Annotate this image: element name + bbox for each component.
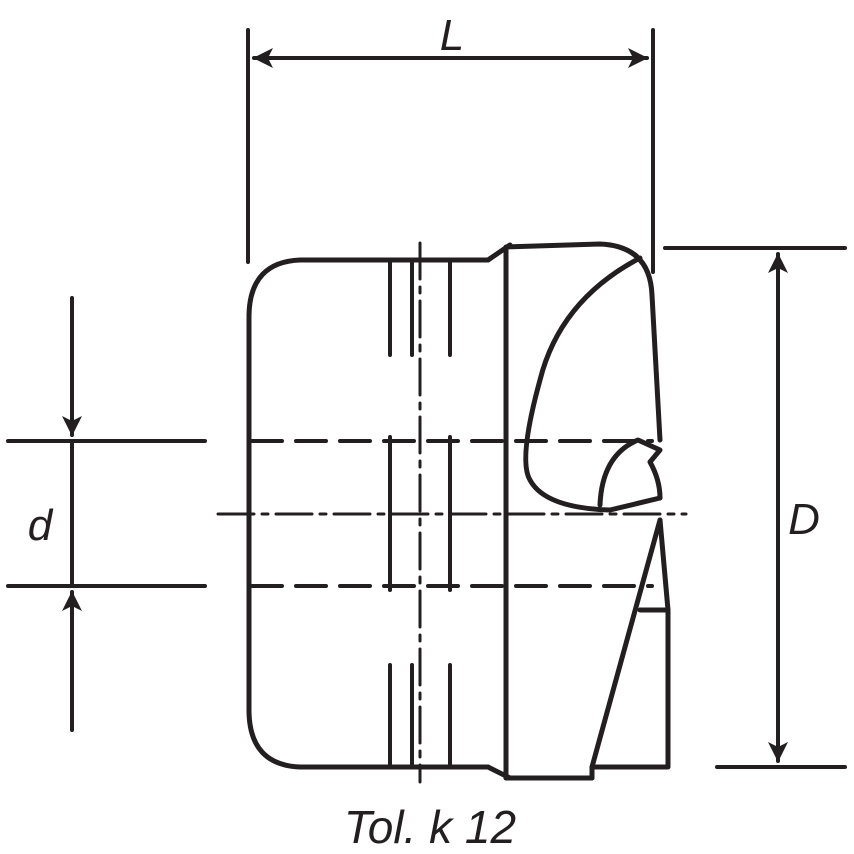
- dimension-outer-diameter: D: [663, 246, 847, 769]
- part-body: [246, 241, 671, 781]
- length-label: L: [440, 11, 464, 60]
- hidden-bore-lines: [250, 260, 654, 767]
- dimension-inner-diameter: d: [6, 296, 207, 732]
- flute-curve: [523, 255, 663, 513]
- cutting-wedge-left: [589, 517, 663, 770]
- cutting-wedge-right: [657, 517, 671, 613]
- head-top-edge: [503, 241, 655, 298]
- inner-diameter-label: d: [28, 501, 54, 550]
- center-lines: [216, 241, 688, 784]
- tolerance-note: Tol. k 12: [344, 801, 516, 853]
- cutting-tip: [597, 437, 663, 508]
- head-lower-block: [589, 607, 671, 781]
- head-right-edge-upper: [649, 292, 663, 443]
- dimension-length: L: [246, 11, 655, 274]
- outer-diameter-label: D: [788, 495, 820, 544]
